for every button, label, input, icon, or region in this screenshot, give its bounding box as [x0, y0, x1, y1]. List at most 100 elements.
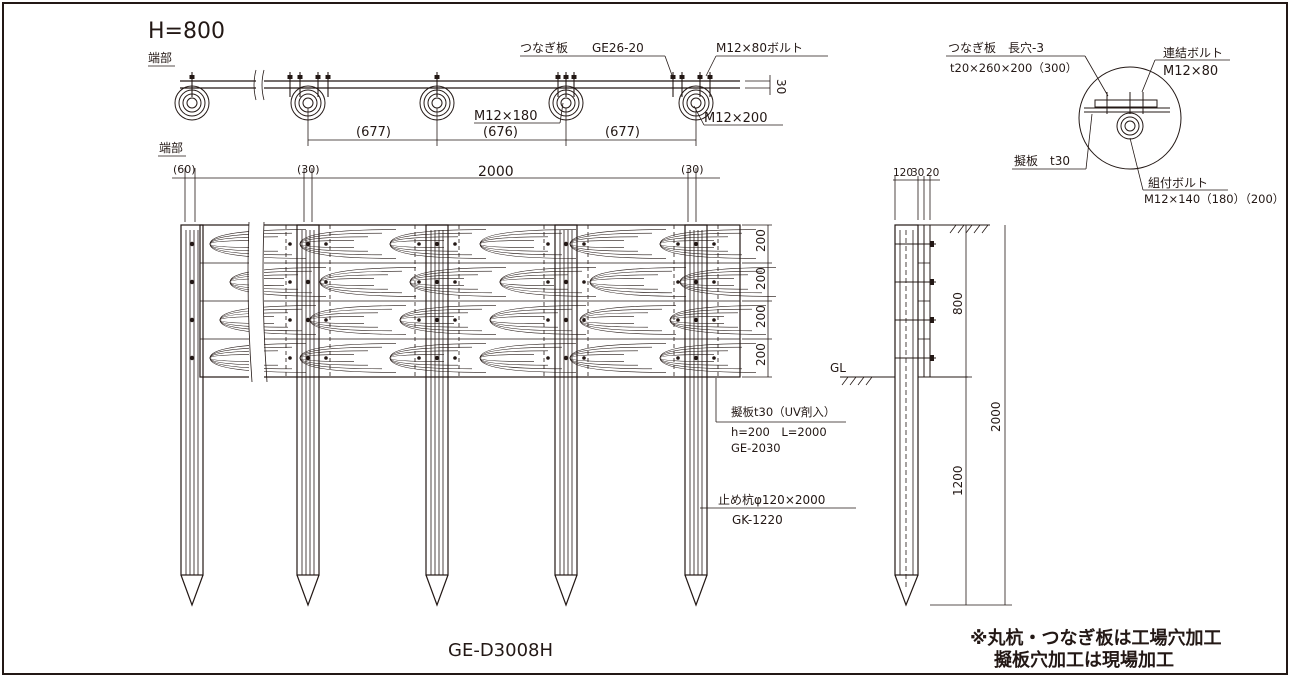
grain-line — [209, 350, 279, 366]
thickness-30-label: 30 — [774, 79, 788, 94]
grain-line — [499, 278, 555, 286]
pile-bolt — [563, 355, 569, 361]
plate-bolt — [417, 242, 421, 246]
bolt-nut — [563, 75, 569, 79]
grain-line — [299, 229, 397, 259]
board-label-1: 擬板t30（UV剤入） — [731, 405, 835, 419]
offset-mid: (30) — [297, 163, 320, 176]
side-dim-20: 20 — [926, 167, 939, 179]
pile-tip — [554, 574, 578, 607]
post-ring — [690, 97, 702, 109]
pile-bolt — [434, 355, 440, 361]
grain-line — [569, 229, 667, 259]
grain-line — [589, 278, 645, 286]
grain-line — [579, 308, 663, 332]
board-height-2: 200 — [754, 267, 768, 290]
plate-bolt — [417, 280, 421, 284]
grain-line — [569, 350, 639, 366]
plate-bolt — [712, 318, 716, 322]
bolt-nut — [287, 75, 293, 79]
bolt-nut — [555, 75, 561, 79]
board-height-3: 200 — [754, 305, 768, 328]
spacing-1: (677) — [356, 125, 391, 140]
pile-tip — [296, 574, 320, 607]
plate-bolt — [288, 280, 292, 284]
plate-bolt — [582, 356, 586, 360]
pile-bolt — [305, 241, 311, 247]
plate-bolt — [288, 318, 292, 322]
top-end-label: 端部 — [148, 50, 172, 65]
plate-bolt — [453, 356, 457, 360]
plate-bolt — [582, 318, 586, 322]
post-ring — [431, 97, 443, 109]
grain-line — [569, 343, 667, 373]
grain-line — [569, 354, 625, 362]
grain-line — [229, 267, 327, 297]
joint-plate-label: つなぎ板 — [520, 41, 568, 55]
height-title: H=800 — [148, 19, 225, 44]
grain-line — [319, 270, 403, 294]
span-2000: 2000 — [478, 164, 514, 180]
pile-body — [180, 224, 204, 576]
grain-line — [309, 316, 365, 324]
grain-line — [669, 312, 739, 328]
side-bolt-nut — [930, 317, 934, 323]
bolt-nut — [297, 75, 303, 79]
pile-body — [296, 224, 320, 576]
pile-bolt — [434, 317, 440, 323]
grain-line — [209, 236, 279, 252]
grain-line — [499, 274, 569, 290]
bolt-80-label: M12×80ボルト — [716, 41, 803, 55]
grain-line — [299, 343, 397, 373]
grain-line — [659, 232, 743, 256]
grain-line — [679, 267, 777, 297]
detail-assembly-bolt-1: 組付ボルト — [1148, 176, 1208, 190]
grain-line — [309, 312, 379, 328]
bolt-nut — [434, 75, 440, 79]
grain-line — [579, 312, 649, 328]
plate-bolt — [453, 242, 457, 246]
pile-bolt — [693, 355, 699, 361]
post-ring — [302, 97, 314, 109]
plate-bolt — [324, 242, 328, 246]
grain-line — [669, 305, 767, 335]
grain-line — [499, 267, 597, 297]
detail-board-label: 擬板 t30 — [1014, 153, 1070, 168]
note-line-1: ※丸杭・つなぎ板は工場穴加工 — [970, 627, 1222, 649]
board-height-4: 200 — [754, 343, 768, 366]
top-view: H=800 端部 30 (677) (676) (677) つなぎ板 GE26-… — [148, 19, 828, 146]
plate-bolt — [712, 242, 716, 246]
grain-line — [489, 305, 587, 335]
pile-bolt — [305, 355, 311, 361]
grain-line — [499, 270, 583, 294]
pile-bolt — [189, 279, 195, 285]
side-height-2000: 2000 — [989, 401, 1003, 432]
side-height-800: 800 — [951, 292, 965, 315]
plate-bolt — [288, 242, 292, 246]
plate-bolt — [546, 242, 550, 246]
plate-bolt — [546, 318, 550, 322]
grain-line — [399, 312, 469, 328]
plate-bolt — [324, 356, 328, 360]
grain-line — [479, 229, 577, 259]
grain-line — [399, 316, 455, 324]
bolt-nut — [189, 75, 195, 79]
grain-line — [409, 270, 493, 294]
board-label-3: GE-2030 — [731, 441, 781, 455]
panel-boards — [199, 221, 777, 383]
grain-line — [659, 346, 743, 370]
plate-bolt — [324, 318, 328, 322]
plate-bolt — [453, 280, 457, 284]
plate-bolt — [324, 280, 328, 284]
grain-line — [389, 229, 487, 259]
gl-label: GL — [830, 361, 846, 375]
pile-bolt — [305, 317, 311, 323]
grain-line — [589, 267, 687, 297]
joint-plate-code: GE26-20 — [592, 41, 644, 55]
detail-connect-bolt-2: M12×80 — [1163, 64, 1218, 79]
grain-line — [489, 316, 545, 324]
pile-label-2: GK-1220 — [732, 513, 783, 527]
plate-bolt — [676, 356, 680, 360]
